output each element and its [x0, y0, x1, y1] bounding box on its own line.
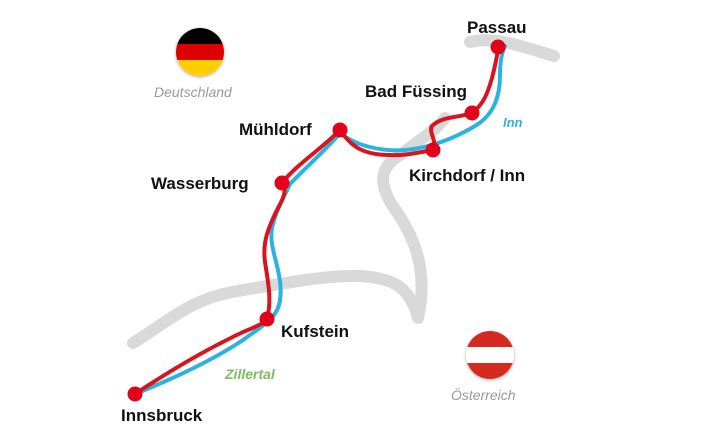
- stop-label-muhldorf[interactable]: Mühldorf: [239, 120, 312, 139]
- country-label-austria: Österreich: [451, 387, 516, 403]
- stop-label-wasserburg[interactable]: Wasserburg: [151, 174, 249, 193]
- stop-label-bad-fussing[interactable]: Bad Füssing: [365, 82, 468, 101]
- stop-label-passau[interactable]: Passau: [467, 18, 527, 37]
- stop-label-kirchdorf[interactable]: Kirchdorf / Inn: [409, 166, 526, 185]
- river-inn-line: [133, 44, 507, 396]
- stop-marker-bad-fussing[interactable]: [464, 105, 480, 121]
- border-line-east: [464, 34, 560, 62]
- stop-label-innsbruck[interactable]: Innsbruck: [121, 406, 203, 425]
- stop-marker-kirchdorf[interactable]: [425, 142, 441, 158]
- region-label-zillertal: Zillertal: [225, 366, 275, 382]
- stop-marker-innsbruck[interactable]: [127, 386, 143, 402]
- stop-label-kufstein[interactable]: Kufstein: [281, 322, 349, 341]
- border-line-south: [127, 149, 428, 349]
- flag-germany-icon: [176, 28, 224, 76]
- country-label-germany: Deutschland: [154, 84, 232, 100]
- stop-marker-wasserburg[interactable]: [274, 175, 290, 191]
- stop-marker-muhldorf[interactable]: [332, 122, 348, 138]
- stop-marker-passau[interactable]: [490, 39, 506, 55]
- flag-austria-icon: [466, 331, 514, 379]
- stop-marker-kufstein[interactable]: [259, 311, 275, 327]
- river-label-inn: Inn: [503, 115, 523, 130]
